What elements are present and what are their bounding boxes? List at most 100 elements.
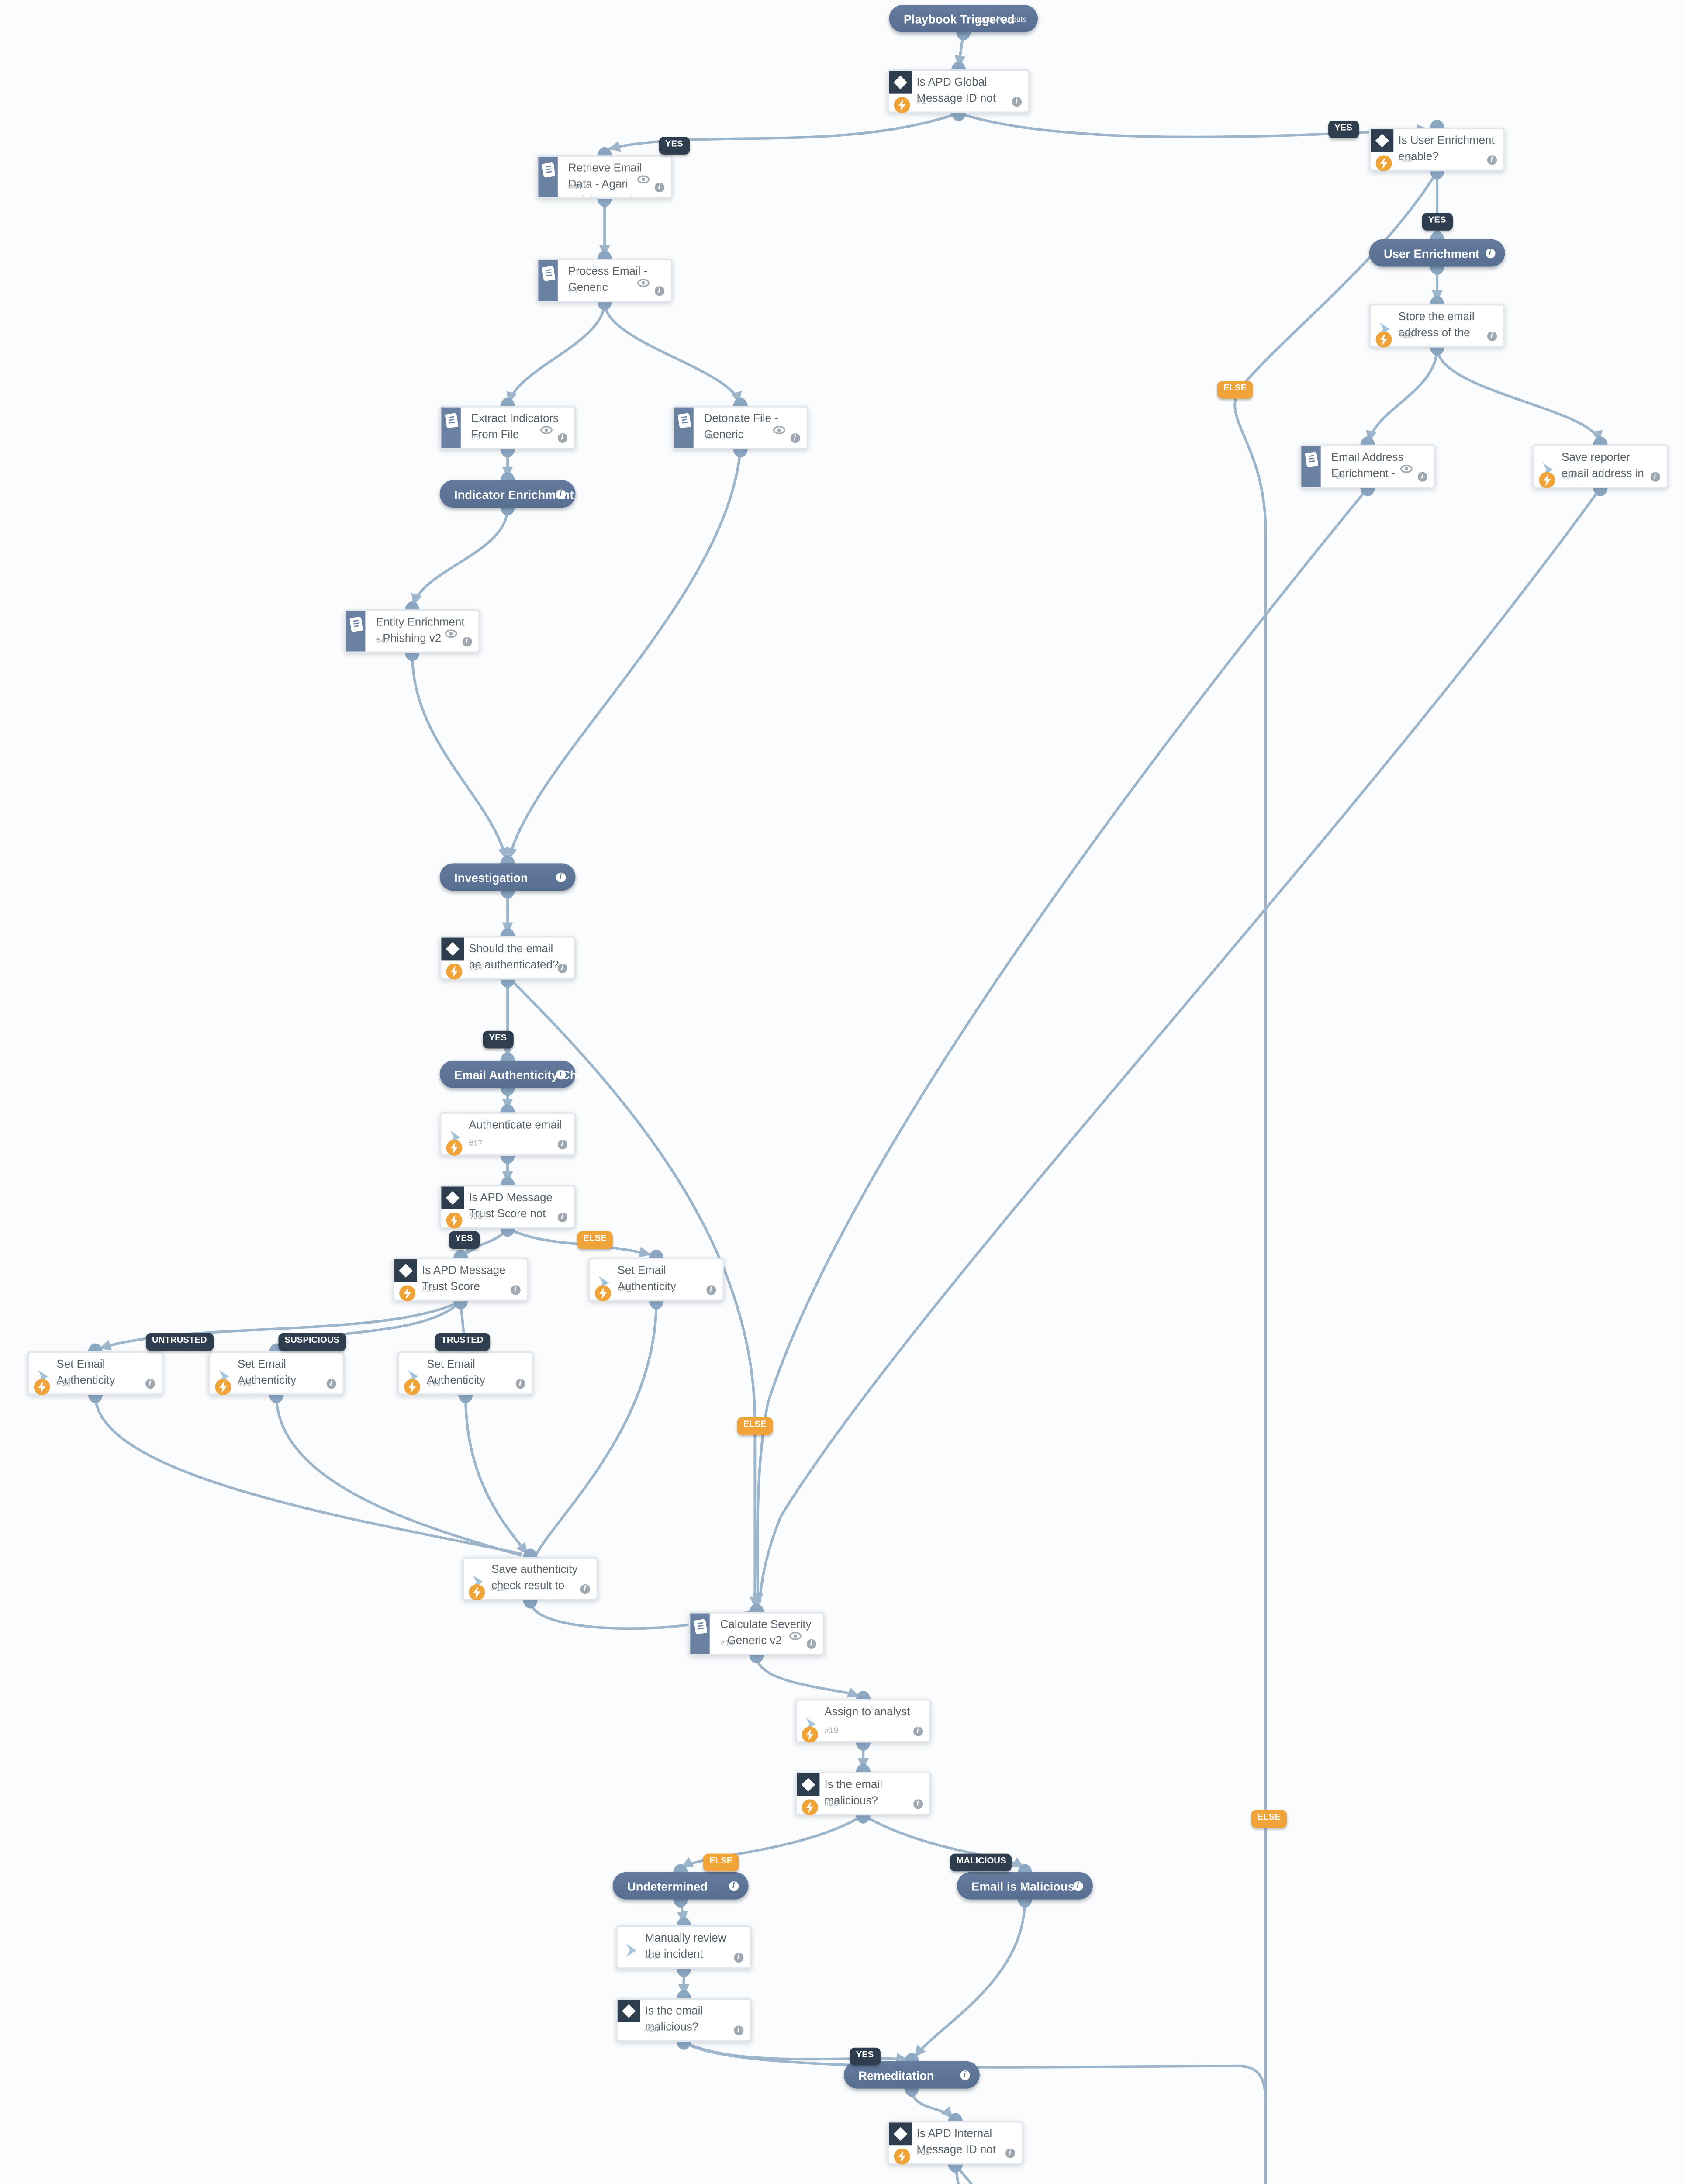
eye-icon[interactable] bbox=[789, 1631, 802, 1641]
auto-t39[interactable]: Set Email Authenticity variable to Suspi… bbox=[208, 1351, 345, 1395]
condition-t36[interactable]: Is APD Message Trust Score not empty?#36… bbox=[439, 1185, 576, 1229]
connector-edge bbox=[94, 1394, 522, 1555]
connector-edge bbox=[1436, 346, 1603, 443]
task-title: Extract Indicators From File - Generic v… bbox=[471, 414, 559, 442]
task-title: Is APD Global Message ID not empty? bbox=[916, 78, 996, 106]
connector-edge bbox=[913, 1898, 1026, 2058]
connector-edge bbox=[957, 112, 1429, 138]
auto-t18[interactable]: Save authenticity check result to incide… bbox=[462, 1557, 598, 1600]
info-icon[interactable]: i bbox=[461, 636, 472, 647]
task-number: #28 bbox=[1398, 331, 1412, 341]
eye-icon[interactable] bbox=[637, 278, 650, 287]
playbook-bar bbox=[538, 156, 558, 197]
info-icon[interactable]: i bbox=[728, 1880, 739, 1891]
auto-t40[interactable]: Set Email Authenticity variable to Pass#… bbox=[397, 1351, 534, 1395]
eye-icon[interactable] bbox=[540, 425, 553, 435]
playbook-book-icon bbox=[445, 413, 459, 429]
task-title: Is APD Internal Message ID not empty? bbox=[916, 2129, 996, 2157]
task-number: #6 bbox=[704, 433, 713, 443]
header-hdr_und[interactable]: Undetermined i bbox=[612, 1872, 749, 1900]
task-title: Is the email malicious? bbox=[824, 1780, 882, 1808]
info-icon[interactable]: i bbox=[555, 1069, 566, 1080]
info-icon[interactable]: i bbox=[555, 871, 566, 882]
playbook-bar bbox=[441, 407, 461, 448]
info-icon[interactable]: i bbox=[1485, 248, 1496, 259]
info-icon[interactable]: i bbox=[1072, 1880, 1083, 1891]
info-icon[interactable]: i bbox=[1649, 471, 1660, 482]
auto-t30[interactable]: Save reporter email address in field#30i bbox=[1532, 444, 1669, 488]
condition-diamond-icon bbox=[441, 1186, 464, 1209]
auto-t38[interactable]: Set Email Authenticity variable to Fail#… bbox=[27, 1351, 163, 1395]
info-icon[interactable]: i bbox=[556, 1139, 568, 1150]
info-icon[interactable]: i bbox=[555, 488, 566, 499]
inputs-outputs-link[interactable]: Inputs / Outputs bbox=[973, 14, 1027, 23]
quiet-mode-lightning-icon bbox=[894, 96, 910, 113]
automation-chevron-icon bbox=[625, 1944, 636, 1957]
section-label: Undetermined bbox=[627, 1878, 708, 1893]
branch-label-yes: YES bbox=[1422, 213, 1452, 230]
playbook-t29[interactable]: Email Address Enrichment - Generic v2.1#… bbox=[1299, 444, 1436, 488]
task-number: #4 bbox=[568, 286, 577, 296]
eye-icon[interactable] bbox=[773, 425, 786, 435]
task-number: #23 bbox=[645, 1952, 659, 1963]
info-icon[interactable]: i bbox=[959, 2070, 970, 2080]
task-title: Email Address Enrichment - Generic v2.1 bbox=[1331, 453, 1404, 481]
playbook-t5[interactable]: Extract Indicators From File - Generic v… bbox=[439, 405, 576, 449]
branch-label-suspicious: SUSPICIOUS bbox=[278, 1333, 346, 1351]
auto-t28[interactable]: Store the email address of the reporting… bbox=[1369, 304, 1505, 348]
connector-edge bbox=[506, 1227, 652, 1258]
task-number: #35 bbox=[916, 2148, 930, 2158]
connector-edge bbox=[954, 2163, 960, 2184]
task-number: #33 bbox=[1398, 155, 1412, 165]
playbook-bar bbox=[538, 260, 558, 301]
condition-t37[interactable]: Is APD Message Trust Score Untrusted, Su… bbox=[393, 1258, 529, 1302]
eye-icon[interactable] bbox=[1400, 463, 1413, 473]
condition-t35[interactable]: Is APD Internal Message ID not empty?#35… bbox=[887, 2121, 1023, 2165]
info-icon[interactable]: i bbox=[912, 1725, 923, 1736]
info-icon[interactable]: i bbox=[654, 285, 665, 296]
connector-edge bbox=[954, 2163, 974, 2184]
task-number: #29 bbox=[1331, 472, 1345, 482]
header-hdr_rem[interactable]: Remeditation i bbox=[843, 2061, 980, 2089]
task-number: #36 bbox=[469, 1212, 483, 1222]
quiet-mode-lightning-icon bbox=[1375, 154, 1392, 171]
auto-t41[interactable]: Set Email Authenticity variable to value… bbox=[588, 1258, 725, 1302]
connector-edge bbox=[603, 301, 742, 404]
info-icon[interactable]: i bbox=[1011, 96, 1022, 107]
connector-edge bbox=[506, 448, 742, 860]
task-title: Should the email be authenticated? bbox=[469, 944, 559, 972]
condition-t1[interactable]: Is APD Global Message ID not empty?#1i bbox=[887, 69, 1030, 114]
task-number: #34 bbox=[568, 183, 582, 193]
task-number: #41 bbox=[617, 1285, 632, 1295]
section-label: Remeditation bbox=[858, 2067, 934, 2082]
eye-icon[interactable] bbox=[445, 629, 458, 638]
eye-icon[interactable] bbox=[637, 174, 650, 184]
branch-label-yes: YES bbox=[850, 2047, 880, 2065]
task-title: Store the email address of the reporting… bbox=[1398, 312, 1475, 340]
playbook-t34[interactable]: Retrieve Email Data - Agari Phishing Def… bbox=[536, 155, 673, 199]
task-number: #17 bbox=[469, 1140, 483, 1150]
connector-edge bbox=[275, 1394, 522, 1557]
info-icon[interactable]: i bbox=[654, 182, 665, 193]
playbook-bar bbox=[674, 407, 694, 448]
playbook-book-icon bbox=[1305, 452, 1319, 467]
